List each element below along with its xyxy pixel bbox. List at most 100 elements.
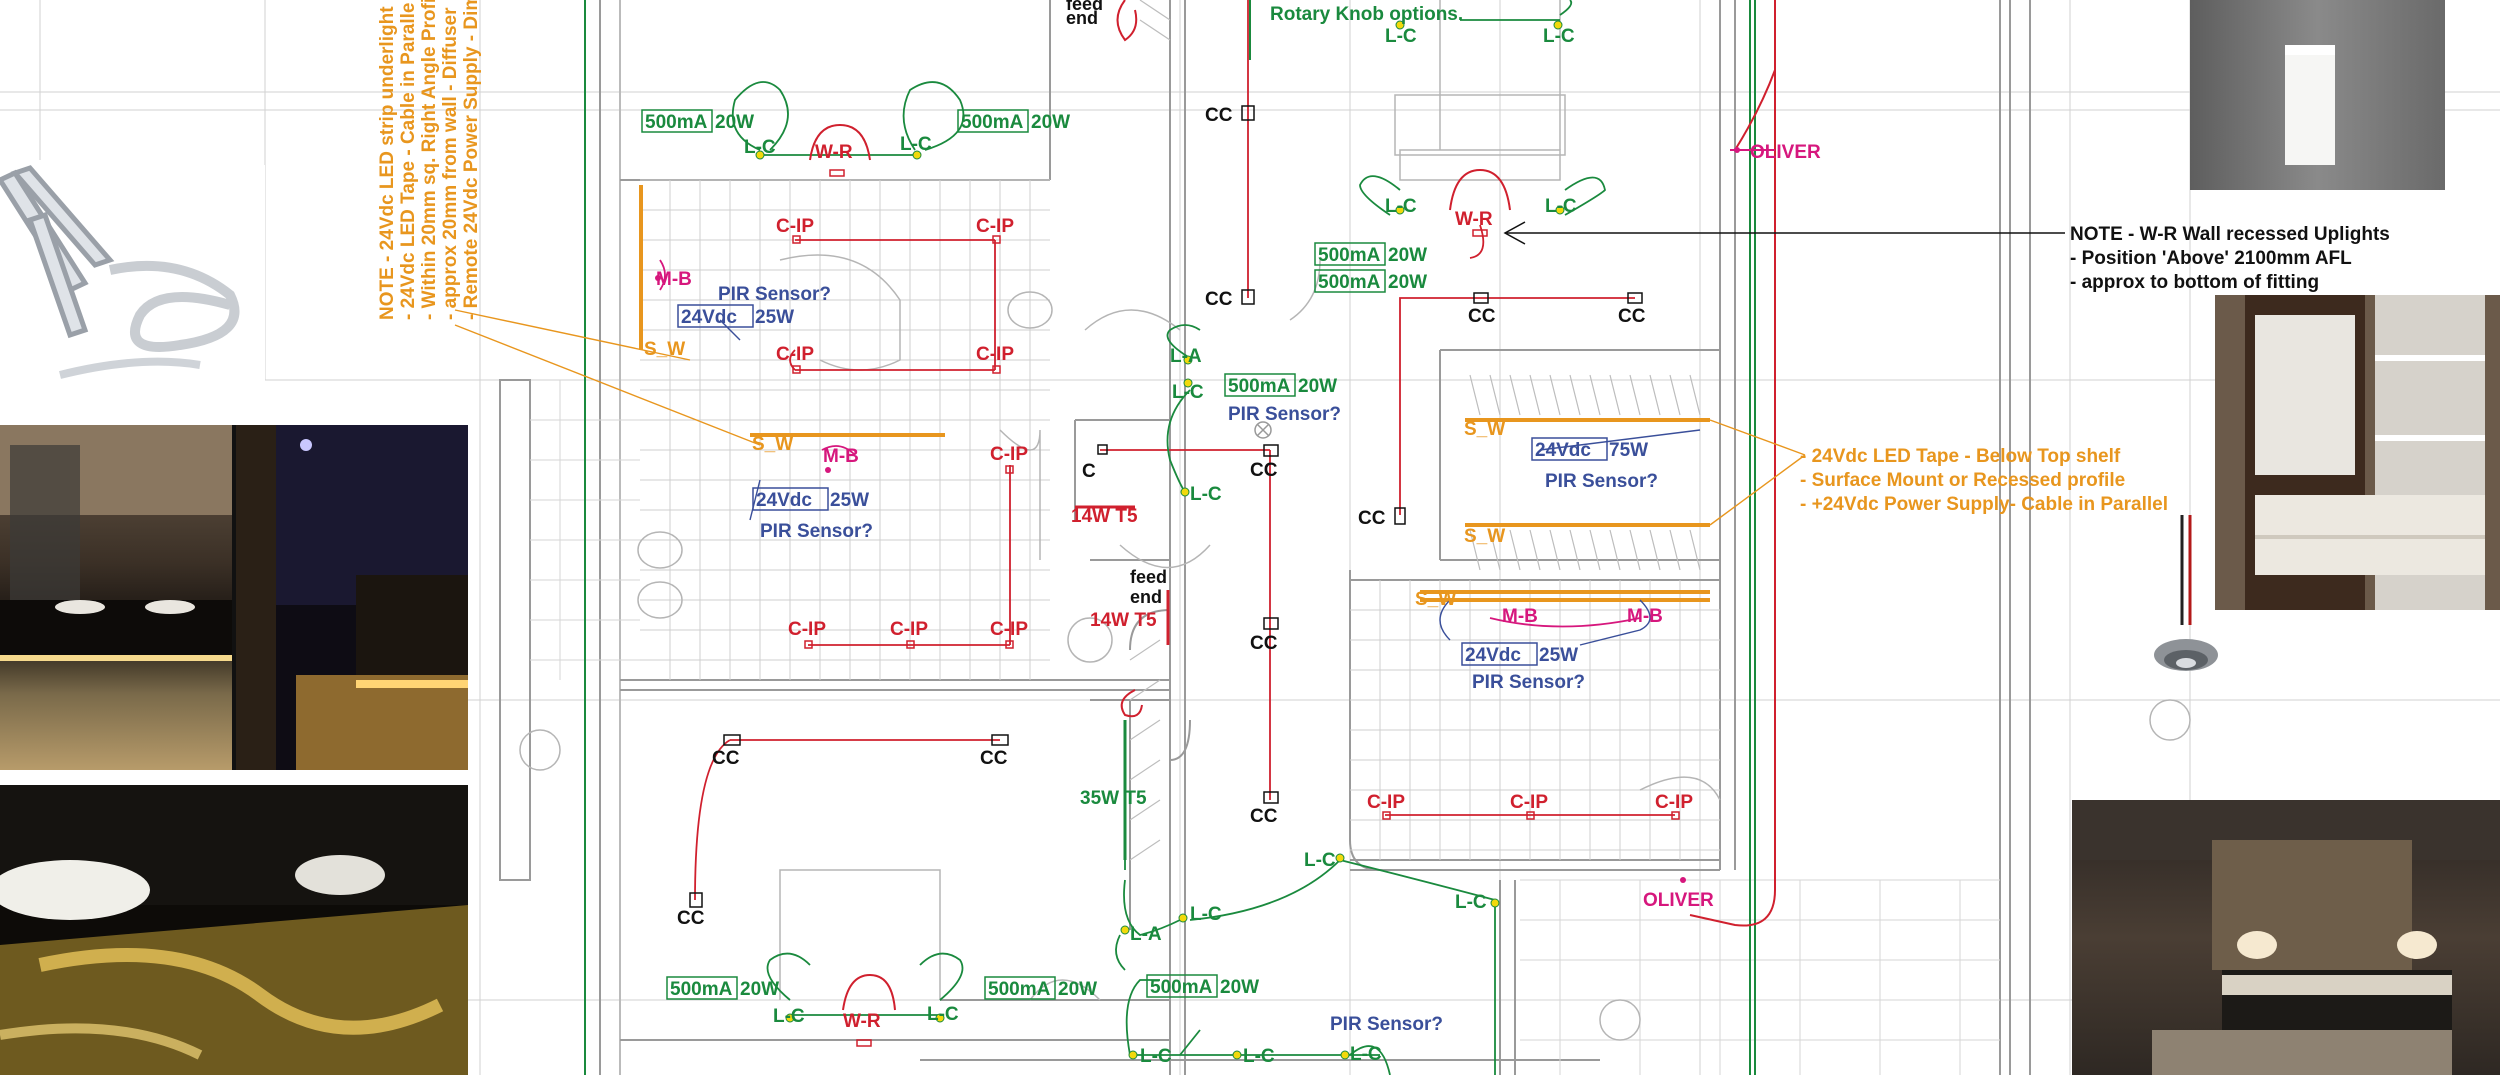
lc-label: L-C: [1172, 382, 1204, 403]
tile-grid-lower-bath: [1350, 580, 1720, 860]
lc-label: L-C: [900, 134, 932, 155]
watt-rating: 20W: [1220, 977, 1259, 998]
ma-rating: 500mA: [1318, 245, 1381, 266]
wr-note-line3: - approx to bottom of fitting: [2070, 272, 2319, 293]
cc-label: CC: [677, 908, 705, 929]
lc-label: L-C: [1385, 196, 1417, 217]
cc-label: CC: [712, 748, 740, 769]
lc-label: L-C: [927, 1004, 959, 1025]
sw-label: S_W: [1464, 419, 1505, 440]
feed-label: feed: [1130, 567, 1167, 587]
pir-sensor-label: PIR Sensor?: [1228, 404, 1341, 425]
cip-label: C-IP: [976, 216, 1014, 237]
bathroom-vanity-photo: [0, 425, 232, 770]
cc-label: CC: [1250, 633, 1278, 654]
watt-rating: 20W: [1388, 245, 1427, 266]
cip-label: C-IP: [990, 444, 1028, 465]
mb-label: M-B: [656, 269, 692, 290]
cip-label: C-IP: [788, 619, 826, 640]
cc-label: CC: [1468, 306, 1496, 327]
sw-label: S_W: [1464, 526, 1505, 547]
lc-label: L-C: [1190, 904, 1222, 925]
lc-label: L-C: [1190, 484, 1222, 505]
mb-label: M-B: [1502, 606, 1538, 627]
lc-label: L-C: [1385, 26, 1417, 47]
t5-35w-label: 35W T5: [1080, 788, 1147, 809]
watt-rating: 25W: [755, 307, 794, 328]
wr-note-line1: NOTE - W-R Wall recessed Uplights: [2070, 224, 2390, 245]
feed-label-top: feed: [1066, 0, 1103, 14]
led-note-line1: - 24Vdc LED Tape - Below Top shelf: [1800, 446, 2121, 467]
vertical-note-line1: NOTE - 24Vdc LED strip underlight: [377, 6, 398, 320]
lc-label: L-C: [1140, 1046, 1172, 1067]
bedroom-photo: [2072, 800, 2500, 1075]
cip-label: C-IP: [776, 216, 814, 237]
red-circuit-wires: [694, 0, 1675, 901]
mb-label: M-B: [1627, 606, 1663, 627]
ma-rating: 500mA: [645, 112, 708, 133]
c-label: C: [1082, 461, 1096, 482]
tile-grid-upper-bath: [640, 179, 1050, 680]
hallway-underlight-photo: [232, 425, 468, 770]
vdc-rating: 24Vdc: [1465, 645, 1521, 666]
architectural-walls: [499, 0, 2031, 1075]
vdc-rating: 24Vdc: [681, 307, 737, 328]
lc-label: L-C: [1243, 1046, 1275, 1067]
sw-label: S_W: [752, 434, 793, 455]
end-label-top: end: [1066, 8, 1098, 28]
ma-rating: 500mA: [988, 979, 1051, 1000]
watt-rating: 20W: [1058, 979, 1097, 1000]
black-leader: [1503, 221, 2065, 245]
led-note-line3: - +24Vdc Power Supply- Cable in Parallel: [1800, 494, 2168, 515]
wr-label: W-R: [1455, 209, 1493, 230]
t5-14w-label: 14W T5: [1090, 610, 1157, 631]
end-label: end: [1130, 587, 1162, 607]
pir-sensor-label: PIR Sensor?: [1545, 471, 1658, 492]
watt-rating: 25W: [1539, 645, 1578, 666]
wr-note-line2: - Position 'Above' 2100mm AFL: [2070, 248, 2352, 269]
lc-label: L-C: [1304, 850, 1336, 871]
led-tape-note: - 24Vdc LED Tape - Below Top shelf - Sur…: [1800, 446, 2168, 515]
orange-leader-lines: [454, 309, 1806, 526]
wr-label: W-R: [843, 1011, 881, 1032]
t5-14w-label: 14W T5: [1071, 506, 1138, 527]
sw-label: S_W: [1415, 589, 1456, 610]
la-label: L-A: [1130, 924, 1162, 945]
watt-rating: 20W: [1031, 112, 1070, 133]
magenta-wires: [659, 259, 1641, 628]
orange-led-tapes: [639, 185, 1710, 602]
lc-label: L-C: [773, 1006, 805, 1027]
watt-rating: 20W: [1298, 376, 1337, 397]
watt-rating: 20W: [740, 979, 779, 1000]
watt-rating: 75W: [1609, 440, 1648, 461]
sw-label: S_W: [644, 339, 685, 360]
watt-rating: 25W: [830, 490, 869, 511]
ma-rating: 500mA: [670, 979, 733, 1000]
cc-label: CC: [1250, 460, 1278, 481]
ma-rating: 500mA: [961, 112, 1024, 133]
cc-label: CC: [1205, 105, 1233, 126]
wr-label: W-R: [815, 142, 853, 163]
cc-label: CC: [1205, 289, 1233, 310]
ma-rating: 500mA: [1318, 272, 1381, 293]
vertical-led-note: NOTE - 24Vdc LED strip underlight - 24Vd…: [377, 0, 482, 320]
cip-label: C-IP: [890, 619, 928, 640]
pir-sensor-label: PIR Sensor?: [760, 521, 873, 542]
vertical-note-line4: - approx 20mm from wall - Diffuser: [440, 7, 461, 320]
lc-label: L-C: [1545, 196, 1577, 217]
green-circuit-wires: [731, 0, 1606, 1075]
watt-rating: 20W: [1388, 272, 1427, 293]
bath-mosaic-photo: [0, 785, 468, 1075]
tile-grid-left-wing: [530, 380, 2000, 1075]
vdc-rating: 24Vdc: [1535, 440, 1591, 461]
cip-label: C-IP: [976, 344, 1014, 365]
perimeter-circuits: [584, 0, 1776, 1075]
lc-label: L-C: [744, 137, 776, 158]
wardrobe-photo: [2215, 295, 2500, 610]
ma-rating: 500mA: [1150, 977, 1213, 998]
vdc-rating: 24Vdc: [756, 490, 812, 511]
cc-label: CC: [1618, 306, 1646, 327]
ma-rating: 500mA: [1228, 376, 1291, 397]
wall-niche-photo: [2190, 0, 2445, 190]
blue-sensor-links: [719, 319, 1701, 646]
